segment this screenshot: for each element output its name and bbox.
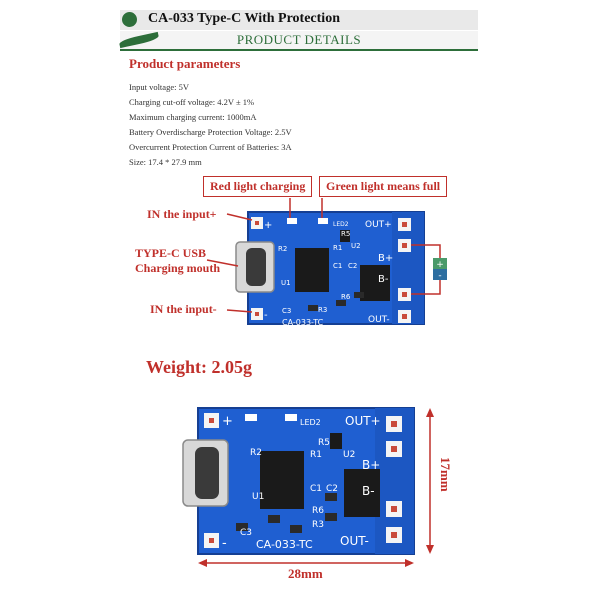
header-title-bar [120, 10, 478, 30]
param-overdischarge: Battery Overdischarge Protection Voltage… [129, 127, 292, 137]
param-overcurrent: Overcurrent Protection Current of Batter… [129, 142, 292, 152]
label-typec-line2: Charging mouth [135, 261, 221, 275]
param-size: Size: 17.4 * 27.9 mm [129, 157, 202, 167]
pcb2-model-label: CA-033-TC [256, 538, 313, 551]
pcb-c3-label: C3 [282, 307, 291, 315]
label-red-light: Red light charging [203, 176, 313, 197]
pcb-board-top: + - LED2 OUT+ B+ B- OUT- CA-033-TC C3 C1… [235, 211, 425, 327]
pcb-c1-label: C1 [333, 262, 342, 270]
params-title: Product parameters [129, 56, 241, 71]
label-in-minus: IN the input- [150, 302, 217, 316]
param-max-current: Maximum charging current: 1000mA [129, 112, 257, 122]
pcb2-minus-label: - [222, 536, 227, 551]
pcb2-r6-label: R6 [312, 506, 324, 516]
height-dimension-arrow [426, 408, 434, 554]
battery-icon: + - [433, 258, 447, 281]
label-in-plus: IN the input+ [147, 207, 217, 221]
label-green-light: Green light means full [319, 176, 448, 197]
pcb-r3-label: R3 [318, 306, 327, 314]
param-cutoff-voltage: Charging cut-off voltage: 4.2V ± 1% [129, 97, 255, 107]
pcb-r1-label: R1 [333, 244, 342, 252]
pcb2-c2-label: C2 [326, 484, 338, 494]
pcb2-plus-label: + [222, 414, 233, 429]
pcb2-c1-label: C1 [310, 484, 322, 494]
pcb-r2-label: R2 [278, 245, 287, 253]
pcb2-r5-label: R5 [318, 438, 330, 448]
pcb-r6-label: R6 [341, 293, 351, 301]
annotation-lines [206, 198, 441, 313]
pcb2-r2-label: R2 [250, 448, 262, 458]
battery-minus-label: - [438, 271, 441, 281]
pcb-b-minus-label: B- [378, 274, 389, 285]
pcb-plus-label: + [264, 220, 272, 231]
pcb-out-plus-label: OUT+ [365, 220, 392, 230]
pcb-u1-label: U1 [281, 279, 291, 287]
pcb-r5-label: R5 [341, 230, 350, 238]
pcb-b-plus-label: B+ [378, 253, 393, 264]
height-dimension-label: 17mm [438, 457, 453, 492]
pcb2-b-plus-label: B+ [362, 458, 380, 472]
pcb-minus-label: - [264, 310, 268, 321]
pcb-model-label: CA-033-TC [282, 318, 324, 327]
pcb-c2-label: C2 [348, 262, 357, 270]
battery-plus-label: + [436, 260, 444, 270]
pcb-out-minus-label: OUT- [368, 315, 390, 325]
header-subtitle: PRODUCT DETAILS [236, 32, 362, 47]
pcb2-out-minus-label: OUT- [340, 534, 369, 548]
pcb2-r1-label: R1 [310, 450, 322, 460]
pcb2-out-plus-label: OUT+ [345, 414, 381, 428]
pcb2-u1-label: U1 [252, 492, 264, 502]
label-typec-line1: TYPE-C USB [135, 246, 207, 260]
pcb-led2-label: LED2 [333, 221, 349, 228]
weight-label: Weight: 2.05g [146, 357, 252, 377]
dimension-board-diagram: + - LED2 OUT+ B+ B- OUT- CA-033-TC C3 C1… [182, 407, 434, 567]
pcb2-c3-label: C3 [240, 528, 252, 538]
pcb-u2-label: U2 [351, 242, 361, 250]
pcb2-b-minus-label: B- [362, 484, 375, 498]
width-dimension-arrow [198, 559, 414, 567]
leaf-logo-icon [122, 12, 137, 27]
width-dimension-label: 28mm [288, 566, 323, 581]
pcb2-u2-label: U2 [343, 450, 355, 460]
pcb2-led2-label: LED2 [300, 418, 321, 427]
header-title: CA-033 Type-C With Protection [148, 11, 340, 26]
pcb-board-bottom: + - LED2 OUT+ B+ B- OUT- CA-033-TC C3 C1… [182, 407, 415, 555]
pcb2-r3-label: R3 [312, 520, 324, 530]
header-subtitle-bar [120, 31, 478, 51]
annotated-board-diagram: + - LED2 OUT+ B+ B- OUT- CA-033-TC C3 C1… [206, 198, 447, 327]
param-input-voltage: Input voltage: 5V [129, 82, 189, 92]
